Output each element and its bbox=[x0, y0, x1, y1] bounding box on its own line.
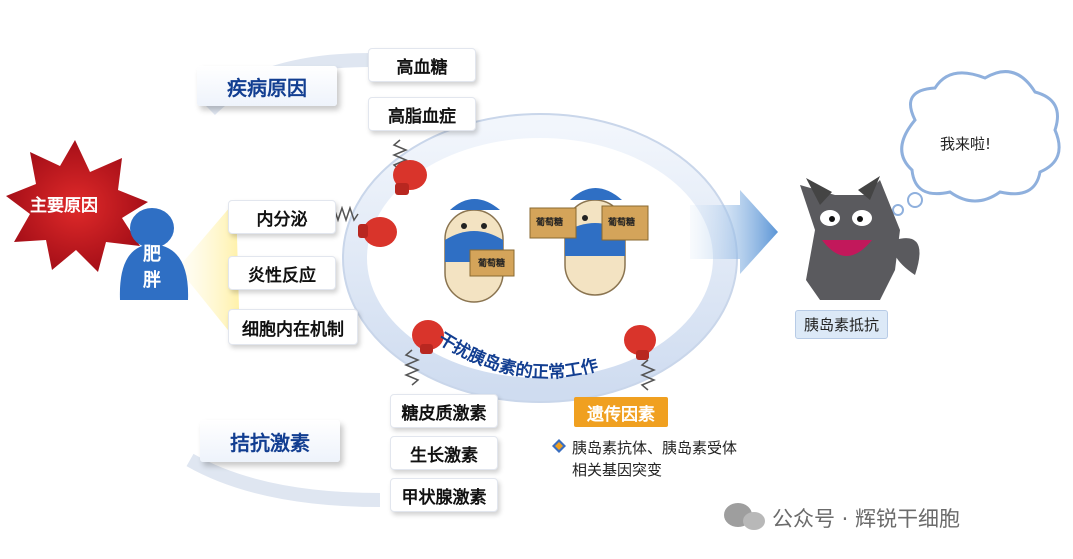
glucose-box-label-right: 葡萄糖 bbox=[608, 218, 636, 228]
hormone-growth: 生长激素 bbox=[390, 436, 498, 470]
genetic-desc-line2: 相关基因突变 bbox=[572, 461, 663, 479]
disease-cause-hyperlipidemia: 高脂血症 bbox=[368, 97, 476, 131]
obesity-factor-endocrine: 内分泌 bbox=[228, 200, 336, 234]
watermark-logo-icon bbox=[724, 503, 765, 530]
glucose-box-label-left: 葡萄糖 bbox=[478, 259, 506, 269]
boxing-glove-left bbox=[358, 217, 397, 247]
spring-top bbox=[392, 139, 408, 171]
wolf-icon bbox=[800, 176, 920, 300]
obesity-fan bbox=[178, 200, 240, 345]
obesity-factor-inflammation: 炎性反应 bbox=[228, 256, 336, 290]
hormone-thyroid: 甲状腺激素 bbox=[390, 478, 498, 512]
genetic-title: 遗传因素 bbox=[574, 397, 668, 427]
antagonist-hormones-title: 拮抗激素 bbox=[200, 420, 340, 462]
obesity-figure bbox=[119, 208, 189, 300]
genetic-desc-line1: 胰岛素抗体、胰岛素受体 bbox=[572, 439, 738, 457]
insulin-character-left bbox=[444, 199, 515, 303]
obesity-char-2: 胖 bbox=[143, 270, 161, 291]
obesity-factor-intracellular: 细胞内在机制 bbox=[228, 309, 358, 345]
thought-cloud bbox=[892, 70, 1061, 216]
spring-bottom-left bbox=[404, 349, 420, 386]
insulin-character-right bbox=[529, 188, 649, 296]
genetic-bullet-icon bbox=[552, 439, 566, 453]
hormone-glucocorticoid: 糖皮质激素 bbox=[390, 394, 498, 428]
glucose-box-label-center: 葡萄糖 bbox=[536, 218, 564, 228]
main-cause-label: 主要原因 bbox=[30, 196, 98, 216]
boxing-glove-bottom-right bbox=[624, 325, 656, 360]
watermark-text: 公众号 · 辉锐干细胞 bbox=[772, 507, 961, 531]
wolf-speech: 我来啦! bbox=[940, 135, 992, 153]
disease-cause-hyperglycemia: 高血糖 bbox=[368, 48, 476, 82]
main-cause-starburst bbox=[6, 140, 148, 272]
obesity-char-1: 肥 bbox=[143, 244, 161, 265]
insulin-resistance-label: 胰岛素抵抗 bbox=[795, 310, 889, 339]
boxing-glove-top bbox=[393, 160, 427, 195]
disease-causes-title: 疾病原因 bbox=[197, 66, 337, 106]
boxing-glove-bottom-left bbox=[412, 320, 444, 354]
decorative-arc-lower bbox=[186, 453, 381, 507]
result-arrow bbox=[690, 190, 778, 274]
spring-bottom-right bbox=[640, 359, 656, 391]
